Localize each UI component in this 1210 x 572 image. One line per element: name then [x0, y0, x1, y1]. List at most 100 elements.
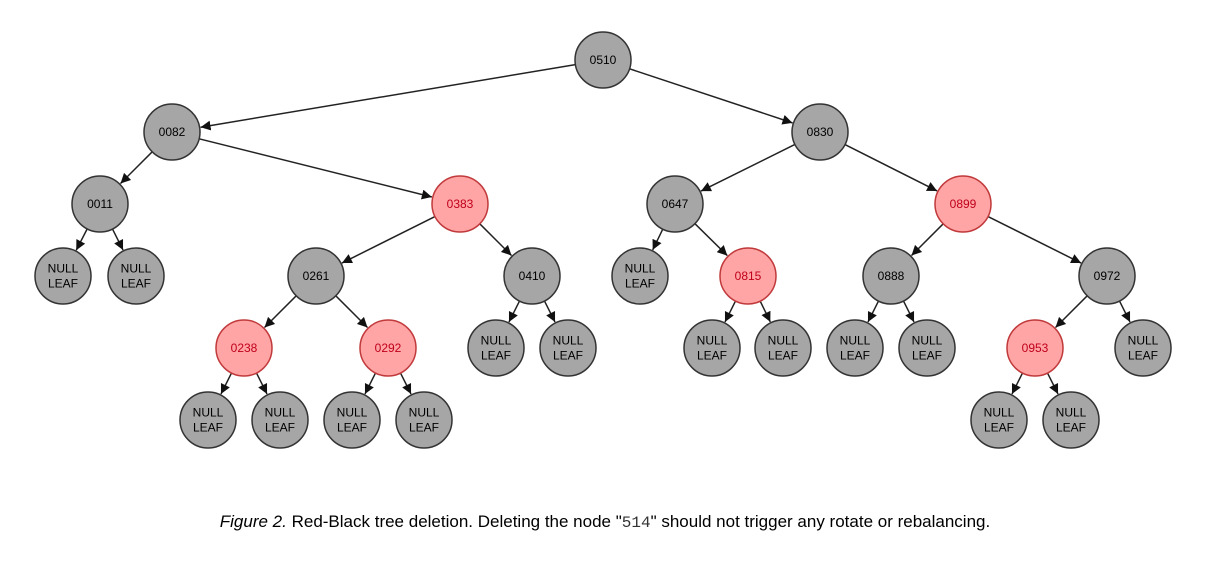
- node-label: NULL: [337, 406, 368, 420]
- tree-edge-n0410-l5: [543, 300, 556, 323]
- node-label: LEAF: [840, 349, 870, 363]
- node-circle: [359, 319, 417, 377]
- node-label: 0082: [159, 125, 186, 139]
- tree-edge-n0953-l15: [1011, 372, 1024, 395]
- node-label: 0899: [950, 197, 977, 211]
- node-circle: [215, 319, 273, 377]
- node-circle: [143, 103, 201, 161]
- tree-edge-n0510-n0082: [200, 63, 576, 131]
- node-label: LEAF: [697, 349, 727, 363]
- node-label: LEAF: [193, 421, 223, 435]
- tree-edge-n0082-n0011: [119, 151, 153, 185]
- figure-label: Figure 2.: [219, 512, 287, 531]
- node-label: NULL: [48, 262, 79, 276]
- node-circle: [107, 247, 165, 305]
- node-circle: [251, 391, 309, 449]
- caption-text-after: " should not trigger any rotate or rebal…: [650, 512, 991, 531]
- node-label: NULL: [553, 334, 584, 348]
- node-label: NULL: [984, 406, 1015, 420]
- node-circle: [503, 247, 561, 305]
- node-label: 0953: [1022, 341, 1049, 355]
- tree-node-n0011: 0011: [71, 175, 129, 233]
- node-label: LEAF: [1128, 349, 1158, 363]
- node-label: NULL: [409, 406, 440, 420]
- node-circle: [683, 319, 741, 377]
- node-label: LEAF: [1056, 421, 1086, 435]
- tree-edge-n0292-l13: [364, 372, 377, 395]
- tree-edge-n0830-n0647: [700, 143, 796, 192]
- node-label: NULL: [625, 262, 656, 276]
- node-label: LEAF: [337, 421, 367, 435]
- node-circle: [34, 247, 92, 305]
- tree-edge-n0510-n0830: [629, 68, 793, 125]
- node-circle: [1042, 391, 1100, 449]
- tree-node-n0899: 0899: [934, 175, 992, 233]
- node-circle: [611, 247, 669, 305]
- node-circle: [287, 247, 345, 305]
- node-circle: [323, 391, 381, 449]
- tree-edge-n0830-n0899: [844, 143, 938, 192]
- tree-node-n0383: 0383: [431, 175, 489, 233]
- node-circle: [898, 319, 956, 377]
- tree-edge-n0011-l1: [75, 228, 88, 251]
- node-label: 0888: [878, 269, 905, 283]
- tree-edge-n0888-l9: [902, 300, 915, 323]
- node-label: NULL: [121, 262, 152, 276]
- node-label: LEAF: [48, 277, 78, 291]
- figure-caption: Figure 2. Red-Black tree deletion. Delet…: [0, 512, 1210, 532]
- node-circle: [395, 391, 453, 449]
- node-circle: [71, 175, 129, 233]
- tree-edge-n0383-n0410: [479, 223, 513, 257]
- node-label: NULL: [193, 406, 224, 420]
- node-circle: [1078, 247, 1136, 305]
- tree-node-n0238: 0238: [215, 319, 273, 377]
- node-label: LEAF: [121, 277, 151, 291]
- tree-node-n0647: 0647: [646, 175, 704, 233]
- tree-edges: [75, 63, 1131, 395]
- tree-edge-n0899-n0972: [987, 215, 1082, 264]
- node-label: 0261: [303, 269, 330, 283]
- tree-edge-n0383-n0261: [341, 215, 436, 264]
- tree-node-n0972: 0972: [1078, 247, 1136, 305]
- node-circle: [539, 319, 597, 377]
- tree-edge-n0238-l12: [255, 372, 268, 395]
- node-label: LEAF: [481, 349, 511, 363]
- node-label: 0383: [447, 197, 474, 211]
- tree-edge-n0082-n0383: [198, 138, 433, 200]
- node-label: LEAF: [912, 349, 942, 363]
- node-label: NULL: [912, 334, 943, 348]
- tree-node-n0953: 0953: [1006, 319, 1064, 377]
- tree-edge-n0888-l8: [867, 300, 880, 323]
- node-circle: [791, 103, 849, 161]
- node-label: 0011: [87, 197, 113, 211]
- node-label: 0510: [590, 53, 617, 67]
- node-circle: [826, 319, 884, 377]
- tree-edge-n0261-n0292: [335, 295, 369, 329]
- caption-text-before: Red-Black tree deletion. Deleting the no…: [286, 512, 622, 531]
- node-label: NULL: [840, 334, 871, 348]
- node-circle: [719, 247, 777, 305]
- tree-node-n0292: 0292: [359, 319, 417, 377]
- node-label: NULL: [1056, 406, 1087, 420]
- tree-node-n0888: 0888: [862, 247, 920, 305]
- node-label: 0238: [231, 341, 258, 355]
- tree-edge-n0261-n0238: [263, 295, 297, 329]
- node-label: 0410: [519, 269, 546, 283]
- node-circle: [467, 319, 525, 377]
- tree-edge-n0647-l3: [652, 228, 664, 251]
- node-circle: [970, 391, 1028, 449]
- node-label: LEAF: [984, 421, 1014, 435]
- node-label: NULL: [265, 406, 296, 420]
- tree-node-n0410: 0410: [503, 247, 561, 305]
